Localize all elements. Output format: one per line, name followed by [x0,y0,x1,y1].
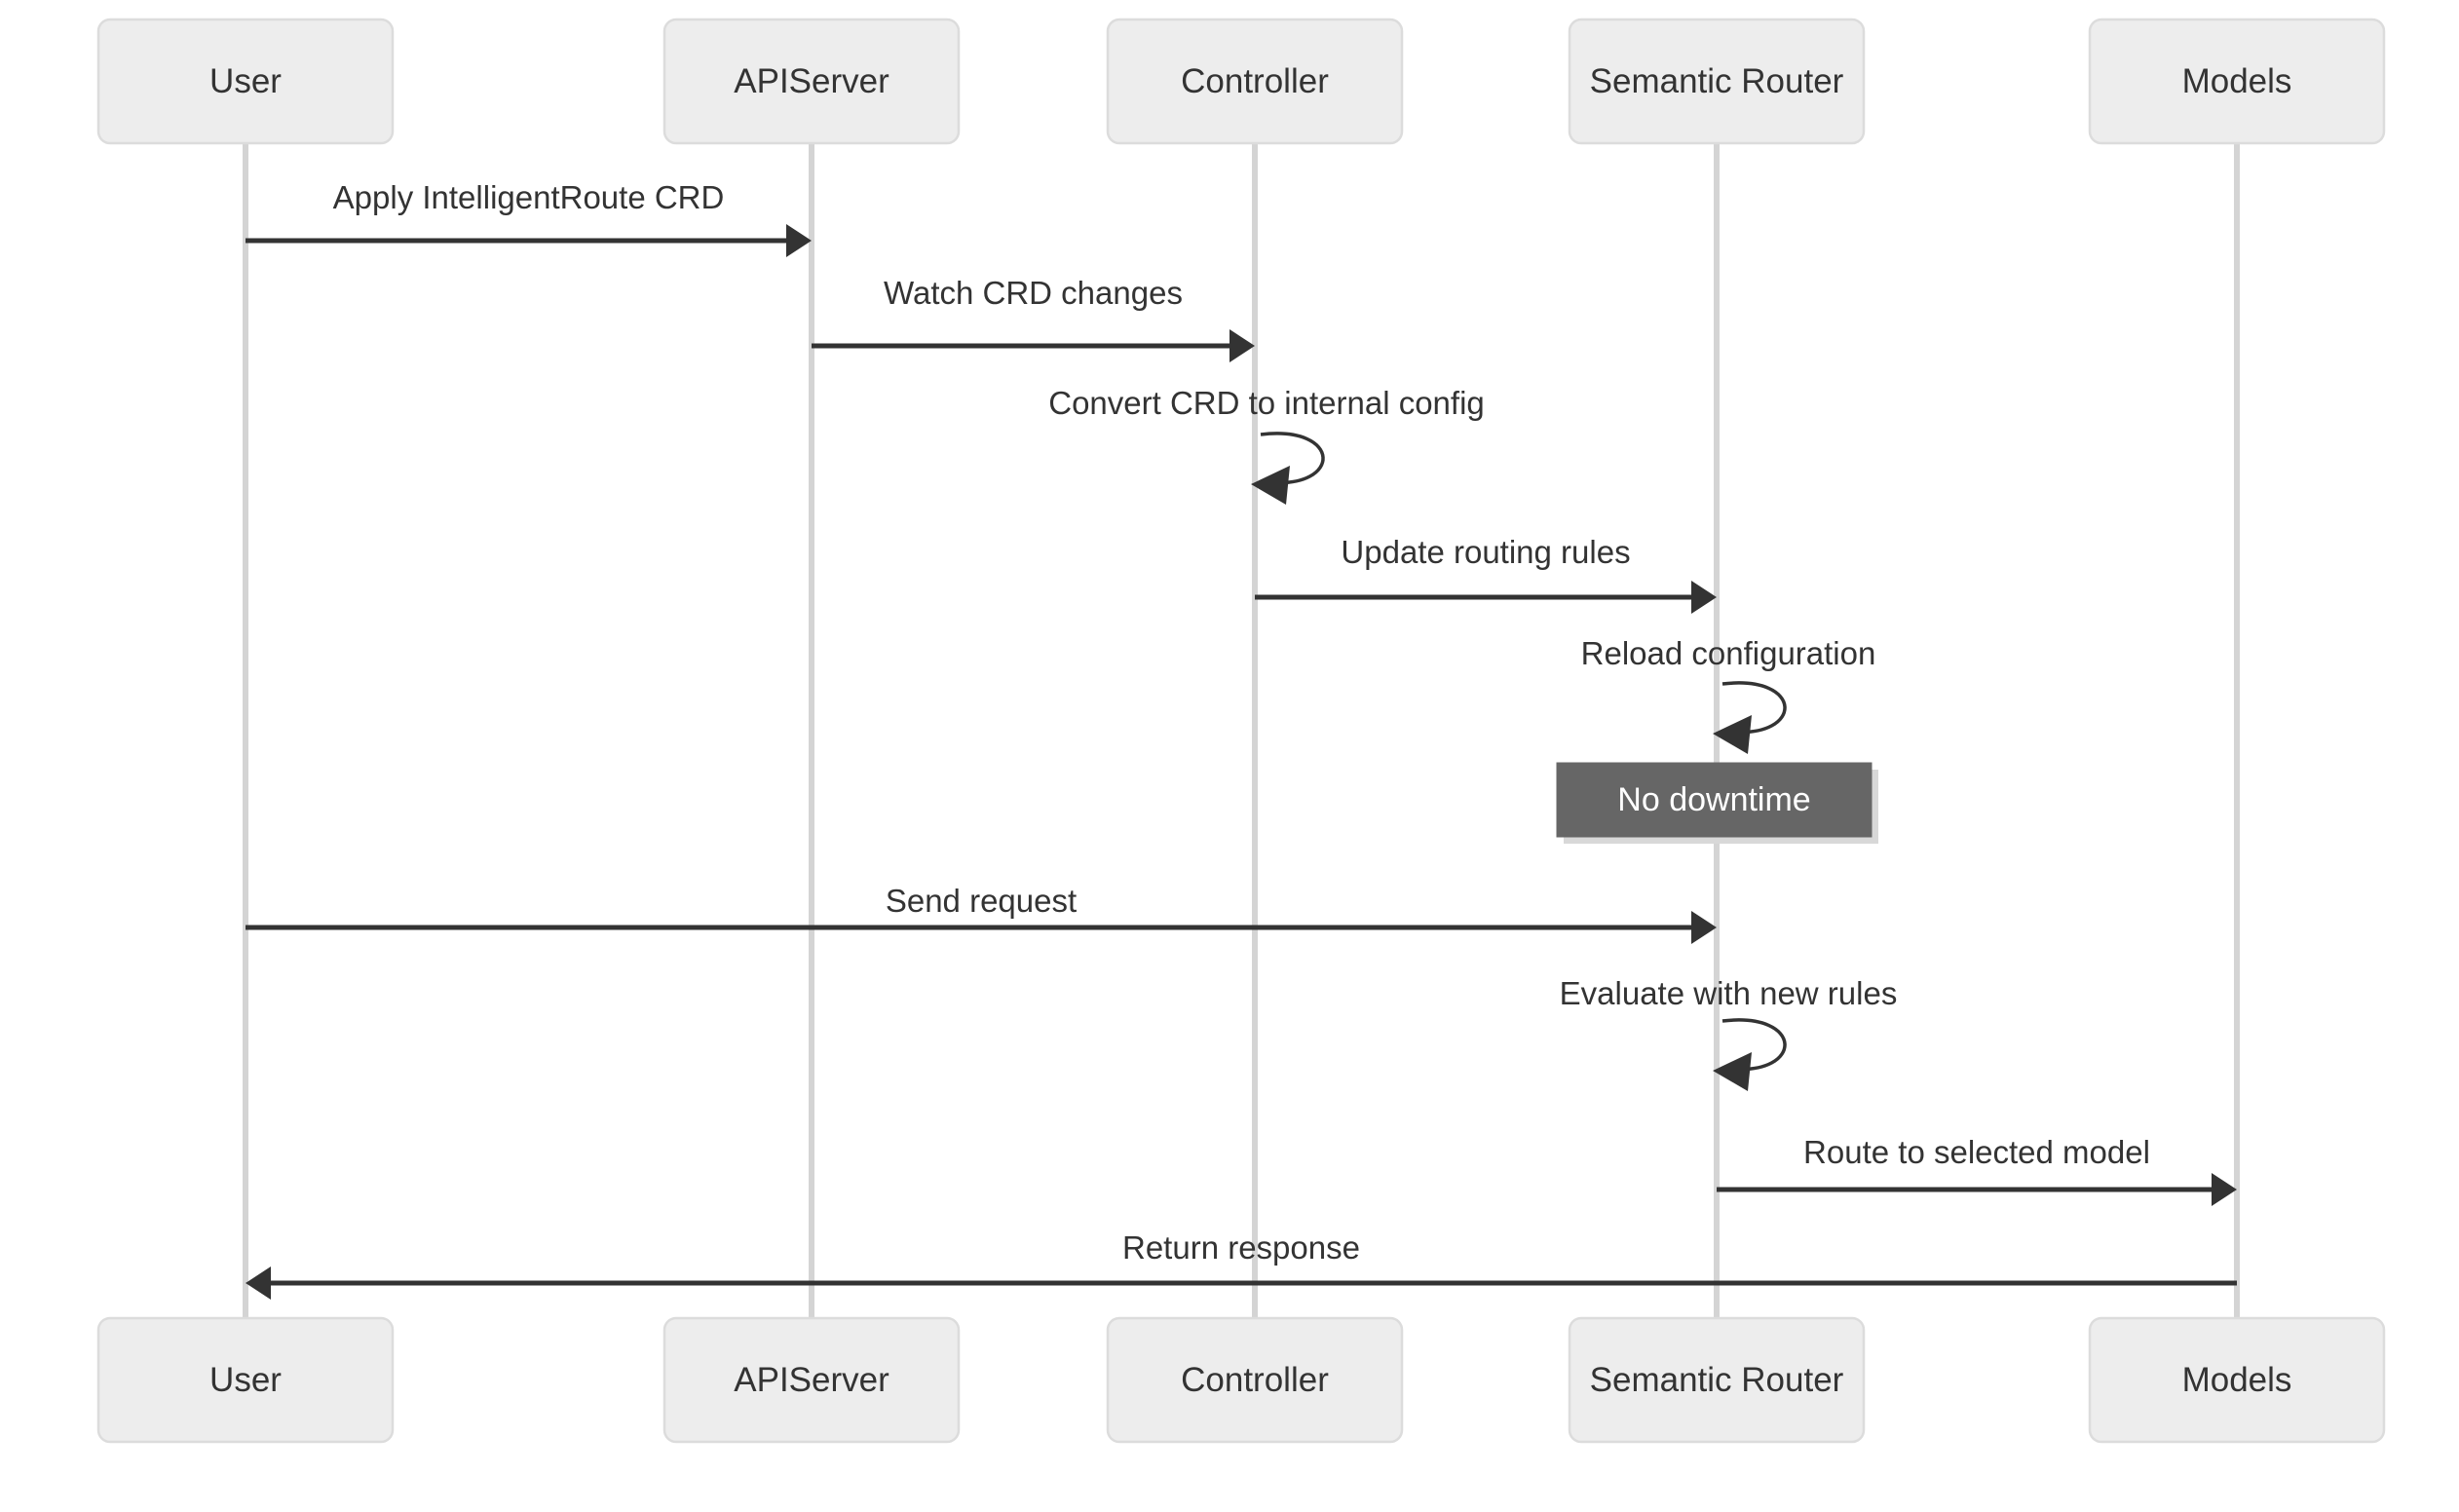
participant-label-controller: Controller [1181,1361,1329,1399]
message-label-m9: Return response [1122,1229,1360,1266]
participant-box-models [2088,1316,2386,1444]
arrow-head-m9 [246,1266,271,1300]
participant-box-apiserver [662,18,961,145]
participant-controller-bottom[interactable]: Controller [1106,1316,1404,1444]
notes-layer: No downtime [1556,762,1878,844]
participant-label-apiserver: APIServer [734,62,889,100]
message-m5[interactable]: Reload configuration [1581,635,1876,754]
message-m6[interactable]: Send request [246,883,1717,944]
arrow-head-m2 [1230,329,1255,362]
participant-label-controller: Controller [1181,62,1329,100]
message-m4[interactable]: Update routing rules [1255,534,1717,614]
message-label-m1: Apply IntelligentRoute CRD [333,179,725,215]
message-m2[interactable]: Watch CRD changes [812,275,1255,362]
participant-box-user [96,18,395,145]
arrow-head-m7 [1713,1052,1752,1091]
message-label-m2: Watch CRD changes [884,275,1183,311]
participant-box-router [1568,1316,1866,1444]
message-label-m3: Convert CRD to internal config [1048,385,1485,421]
self-loop-path-m7 [1721,1018,1787,1072]
participant-models-top[interactable]: Models [2088,18,2386,145]
arrow-head-m5 [1713,715,1752,754]
message-label-m5: Reload configuration [1581,635,1876,671]
participant-label-models: Models [2182,62,2292,100]
message-m9[interactable]: Return response [246,1229,2237,1300]
participant-apiserver-bottom[interactable]: APIServer [662,1316,961,1444]
arrow-head-m3 [1251,466,1290,505]
self-loop-path-m5 [1721,681,1787,735]
message-m3[interactable]: Convert CRD to internal config [1048,385,1485,505]
note-label-n1: No downtime [1617,781,1810,818]
participant-apiserver-top[interactable]: APIServer [662,18,961,145]
participant-label-models: Models [2182,1361,2292,1399]
arrow-head-m4 [1691,581,1717,614]
arrow-head-m6 [1691,911,1717,944]
participant-label-router: Semantic Router [1590,1361,1844,1399]
participant-label-apiserver: APIServer [734,1361,889,1399]
participant-box-controller [1106,18,1404,145]
note-box-n1 [1556,762,1873,838]
arrow-head-m8 [2212,1173,2237,1206]
message-label-m4: Update routing rules [1341,534,1630,570]
participant-box-router [1568,18,1866,145]
participant-box-models [2088,18,2386,145]
note-n1[interactable]: No downtime [1556,762,1878,844]
participant-box-user [96,1316,395,1444]
message-label-m6: Send request [886,883,1077,919]
self-loop-path-m3 [1260,432,1325,485]
message-label-m8: Route to selected model [1803,1134,2150,1170]
participant-label-router: Semantic Router [1590,62,1844,100]
message-label-m7: Evaluate with new rules [1560,975,1898,1011]
participant-user-bottom[interactable]: User [96,1316,395,1444]
participant-models-bottom[interactable]: Models [2088,1316,2386,1444]
message-m8[interactable]: Route to selected model [1717,1134,2237,1206]
participant-controller-top[interactable]: Controller [1106,18,1404,145]
participant-user-top[interactable]: User [96,18,395,145]
participant-box-apiserver [662,1316,961,1444]
lifelines-layer [243,143,2240,1318]
participant-box-controller [1106,1316,1404,1444]
message-m7[interactable]: Evaluate with new rules [1560,975,1898,1091]
participant-label-user: User [209,62,282,100]
participant-router-top[interactable]: Semantic Router [1568,18,1866,145]
arrow-head-m1 [786,224,812,257]
participant-label-user: User [209,1361,282,1399]
actors-layer: UserUserAPIServerAPIServerControllerCont… [96,18,2386,1444]
participant-router-bottom[interactable]: Semantic Router [1568,1316,1866,1444]
messages-layer: Apply IntelligentRoute CRD Watch CRD chan… [246,179,2237,1300]
message-m1[interactable]: Apply IntelligentRoute CRD [246,179,812,257]
